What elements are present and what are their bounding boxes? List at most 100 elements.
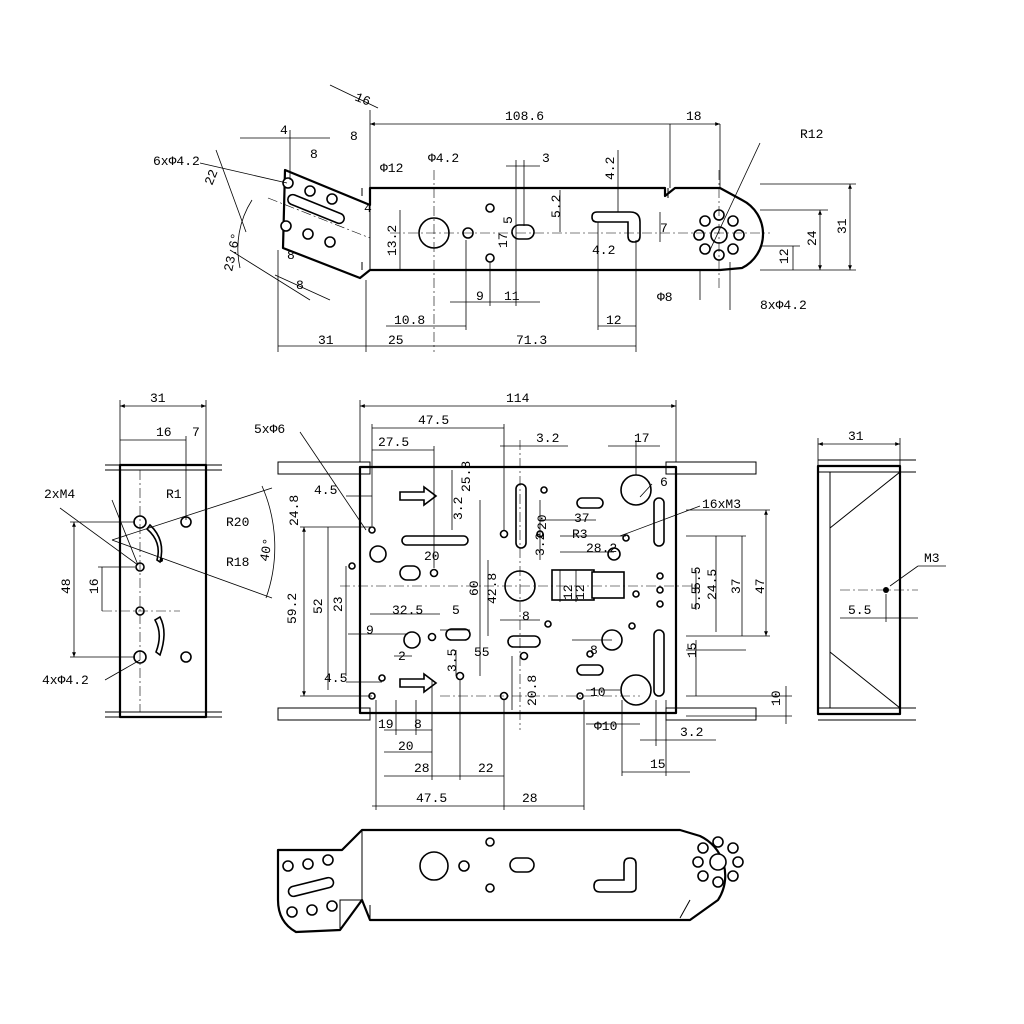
- top-dim-108b: 10.8: [394, 313, 425, 328]
- main-dim-28: 28: [414, 761, 430, 776]
- side-dim-31: 31: [150, 391, 166, 406]
- top-hole: [304, 185, 316, 197]
- main-label-m3: 16xM3: [702, 497, 741, 512]
- main-dim-8b: 8: [590, 643, 598, 658]
- main-slot: [576, 664, 604, 676]
- top-label-holes-8x: 8xΦ4.2: [760, 298, 807, 313]
- top-dim-3: 3: [542, 151, 550, 166]
- main-slot: [576, 497, 604, 509]
- main-dim-12b: 12: [573, 584, 588, 600]
- top-dim-8a: 8: [350, 129, 358, 144]
- top-dim-24: 24: [805, 230, 820, 246]
- top-dim-11: 11: [504, 289, 520, 304]
- main-dim-32: 3.2: [536, 431, 559, 446]
- top-dim-8b: 8: [310, 147, 318, 162]
- side-hole: [180, 651, 192, 663]
- top-dim-16: 16: [353, 90, 373, 110]
- top-dim-12b: 12: [606, 313, 622, 328]
- main-dim-45: 4.5: [314, 483, 337, 498]
- main-small-holes: [348, 486, 664, 701]
- side-dim-16b: 16: [87, 578, 102, 594]
- bottom-l-slot: [593, 857, 637, 893]
- top-hole-small: [485, 253, 495, 263]
- side-label-r18: R18: [226, 555, 249, 570]
- top-oval-slot: [511, 224, 535, 240]
- top-hole: [302, 228, 314, 240]
- main-dim-5: 5: [452, 603, 460, 618]
- main-dim-208: 20.8: [525, 675, 540, 706]
- main-slot: [401, 535, 469, 546]
- main-slot: [445, 628, 471, 641]
- main-dim-45b: 4.5: [324, 671, 347, 686]
- main-dim-55c: 55: [474, 645, 490, 660]
- main-dim-2: 2: [398, 649, 406, 664]
- side-view-left: 2xM4 R1 R20 R18 40° 4xΦ4.2 31 16 7 48 16: [42, 391, 276, 719]
- bottom-bracket-outline: [276, 828, 727, 934]
- top-dim-7: 7: [660, 221, 668, 236]
- side-label-r1: R1: [166, 487, 182, 502]
- direction-arrow: [399, 672, 438, 694]
- main-dim-325: 32.5: [392, 603, 423, 618]
- top-label-r12: R12: [800, 127, 823, 142]
- direction-arrow: [399, 485, 438, 507]
- top-dim-42b: 4.2: [592, 243, 615, 258]
- main-hole: [607, 547, 621, 561]
- top-dim-b8b: 8: [296, 278, 304, 293]
- main-dim-275: 27.5: [378, 435, 409, 450]
- main-dim-b28: 28: [522, 791, 538, 806]
- main-dim-114: 114: [506, 391, 530, 406]
- side-arc-slot-lower: [153, 615, 165, 657]
- main-dim-19: 19: [378, 717, 394, 732]
- main-dim-60: 60: [467, 580, 482, 596]
- main-dim-258: 25.8: [459, 461, 474, 492]
- top-hole-small: [485, 203, 495, 213]
- main-dim-52: 52: [311, 598, 326, 614]
- end-dim-55: 5.5: [848, 603, 871, 618]
- top-label-d8: Φ8: [657, 290, 673, 305]
- top-label-holes-6x: 6xΦ4.2: [153, 154, 200, 169]
- main-plan-view: 5xΦ6 16xM3 R3 Φ10 114 47.5 27.5 3.2 17 2…: [254, 391, 792, 810]
- main-dim-9: 9: [366, 623, 374, 638]
- top-dim-5: 5: [501, 216, 516, 224]
- top-dim-9: 9: [476, 289, 484, 304]
- top-dim-b8a: 8: [287, 248, 295, 263]
- side-dim-16: 16: [156, 425, 172, 440]
- end-dim-31: 31: [848, 429, 864, 444]
- end-view-right: M3 31 5.5: [816, 429, 946, 721]
- main-dim-248: 24.8: [287, 495, 302, 526]
- main-slot-vertical: [515, 483, 527, 549]
- main-dim-10: 10: [590, 685, 606, 700]
- main-slot: [507, 635, 541, 648]
- main-dim-b475: 47.5: [416, 791, 447, 806]
- side-label-r20: R20: [226, 515, 249, 530]
- top-slot: [287, 193, 345, 225]
- main-dim-20v: 20: [535, 514, 550, 530]
- top-dim-713: 71.3: [516, 333, 547, 348]
- top-l-slot: [591, 211, 641, 243]
- top-dim-25: 25: [388, 333, 404, 348]
- main-dim-15v: 15: [685, 642, 700, 658]
- main-dim-35: 3.5: [445, 649, 460, 672]
- main-dim-55b: 5.5: [689, 587, 704, 610]
- top-dim-18: 18: [686, 109, 702, 124]
- main-dim-282: 28.2: [586, 541, 617, 556]
- top-rosette-holes: [693, 209, 745, 261]
- main-dim-20: 20: [424, 549, 440, 564]
- main-dim-37: 37: [574, 511, 590, 526]
- top-dim-132: 13.2: [385, 225, 400, 256]
- main-label-d10: Φ10: [594, 719, 617, 734]
- top-hole: [326, 193, 338, 205]
- main-slot-vertical: [653, 629, 665, 697]
- main-label-r3: R3: [572, 527, 588, 542]
- top-label-d42: Φ4.2: [428, 151, 459, 166]
- bottom-hole-big: [419, 851, 449, 881]
- top-label-angle: 23.6°: [221, 232, 244, 273]
- main-dim-32c: 3.2: [680, 725, 703, 740]
- main-dim-8: 8: [522, 609, 530, 624]
- main-dim-23: 23: [331, 596, 346, 612]
- main-dim-55: 5.5: [689, 567, 704, 590]
- main-dim-475: 47.5: [418, 413, 449, 428]
- main-label-holes-5x: 5xΦ6: [254, 422, 285, 437]
- top-dim-42a: 4.2: [603, 157, 618, 180]
